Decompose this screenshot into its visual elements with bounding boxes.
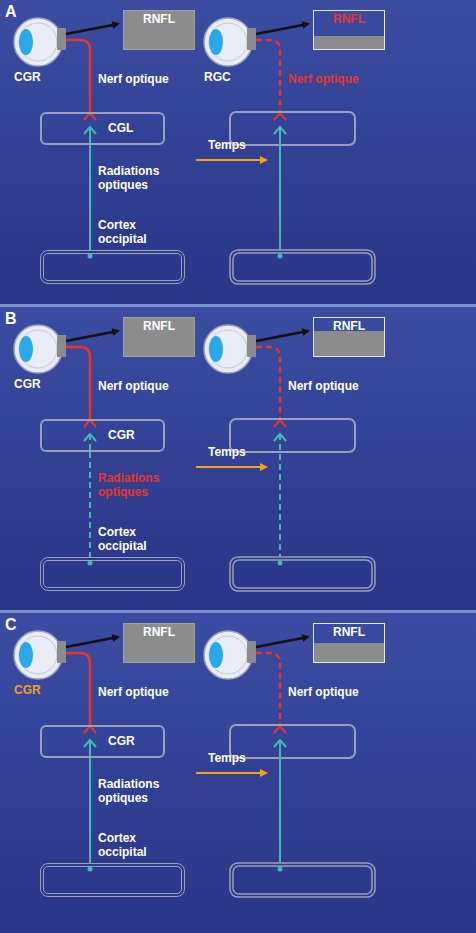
synapse-mark xyxy=(84,726,96,733)
pointer-arrow xyxy=(256,331,308,341)
optic-nerve xyxy=(256,347,280,420)
rnfl-box: RNFL xyxy=(123,623,195,663)
optic-nerve xyxy=(66,40,90,113)
optic-nerve xyxy=(256,40,280,113)
box-label: CGR xyxy=(108,428,135,442)
optic-nerve xyxy=(66,347,90,420)
synapse-mark xyxy=(84,113,96,120)
rnfl-box: RNFL xyxy=(313,317,385,357)
edge-label: Radiations optiques xyxy=(98,777,180,805)
panel-c-art xyxy=(14,631,375,897)
relay-box: CGL xyxy=(40,112,165,145)
synapse-dot xyxy=(278,561,283,566)
pointer-arrow xyxy=(66,24,118,34)
optic-radiation xyxy=(89,434,91,452)
box-label: RNFL xyxy=(314,625,384,639)
box-label: CGL xyxy=(108,121,133,135)
optic-radiation xyxy=(89,145,91,250)
cortex-box: Cortex occipital xyxy=(40,557,185,591)
text-label: Temps xyxy=(208,751,246,765)
cortex-box: Cortex occipital xyxy=(40,863,185,897)
text-label: RGC xyxy=(204,70,231,84)
text-label: CGR xyxy=(14,377,41,391)
relay-box xyxy=(230,725,355,758)
text-label: Nerf optique xyxy=(288,685,359,699)
box-label: RNFL xyxy=(124,12,194,26)
synapse-dot xyxy=(88,867,93,872)
optic-radiation xyxy=(89,740,91,758)
box-heading: Cortex occipital xyxy=(98,525,162,553)
text-label: Temps xyxy=(208,138,246,152)
optic-radiation xyxy=(279,740,281,863)
cortex-box xyxy=(233,866,372,894)
time-arrow xyxy=(196,772,266,774)
relay-box: CGR xyxy=(40,419,165,452)
edge-label: Radiations optiques xyxy=(98,471,180,499)
eye-symbol xyxy=(204,631,256,679)
cortex-box xyxy=(233,560,372,588)
text-label: Nerf optique xyxy=(98,379,169,393)
edge-label: Radiations optiques xyxy=(98,164,180,192)
box-label: RNFL xyxy=(124,625,194,639)
relay-box: CGR xyxy=(40,725,165,758)
panel-letter: A xyxy=(5,3,17,21)
panel-letter: C xyxy=(5,616,17,634)
rnfl-box: RNFL xyxy=(313,10,385,50)
optic-radiation xyxy=(89,127,91,145)
optic-radiation xyxy=(279,127,281,250)
pointer-arrow xyxy=(66,637,118,647)
text-label: Nerf optique xyxy=(98,685,169,699)
optic-radiation xyxy=(89,758,91,863)
cortex-box xyxy=(233,253,372,281)
panel-b-art xyxy=(14,325,375,591)
box-label: CGR xyxy=(108,734,135,748)
optic-nerve xyxy=(256,653,280,726)
relay-box xyxy=(230,419,355,452)
box-heading: Cortex occipital xyxy=(98,831,162,859)
rnfl-box: RNFL xyxy=(123,10,195,50)
time-arrow xyxy=(196,159,266,161)
synapse-mark xyxy=(274,113,286,120)
optic-radiation xyxy=(89,452,91,557)
cortex-box: Cortex occipital xyxy=(40,250,185,284)
box-heading: Cortex occipital xyxy=(98,218,162,246)
cortex-box xyxy=(230,250,375,284)
synapse-dot xyxy=(278,867,283,872)
relay-box xyxy=(230,112,355,145)
text-label: Nerf optique xyxy=(288,72,359,86)
text-label: Temps xyxy=(208,445,246,459)
text-label: Nerf optique xyxy=(98,72,169,86)
rnfl-box: RNFL xyxy=(123,317,195,357)
box-label: RNFL xyxy=(314,319,384,333)
synapse-dot xyxy=(278,254,283,259)
optic-radiation xyxy=(279,434,281,557)
box-label: RNFL xyxy=(124,319,194,333)
pointer-arrow xyxy=(256,637,308,647)
eye-symbol xyxy=(204,18,256,66)
pointer-arrow xyxy=(256,24,308,34)
synapse-mark xyxy=(274,420,286,427)
eye-symbol xyxy=(204,325,256,373)
synapse-dot xyxy=(88,254,93,259)
synapse-dot xyxy=(88,561,93,566)
optic-nerve xyxy=(66,653,90,726)
eye-symbol xyxy=(14,18,66,66)
panel-a-art xyxy=(14,18,375,284)
eye-symbol xyxy=(14,631,66,679)
time-arrow xyxy=(196,466,266,468)
text-label: CGR xyxy=(14,683,41,697)
box-label: RNFL xyxy=(314,12,384,26)
cortex-box xyxy=(230,863,375,897)
eye-symbol xyxy=(14,325,66,373)
synapse-mark xyxy=(274,726,286,733)
text-label: CGR xyxy=(14,70,41,84)
rnfl-box: RNFL xyxy=(313,623,385,663)
panel-letter: B xyxy=(5,310,17,328)
text-label: Nerf optique xyxy=(288,379,359,393)
cortex-box xyxy=(230,557,375,591)
pointer-arrow xyxy=(66,331,118,341)
synapse-mark xyxy=(84,420,96,427)
